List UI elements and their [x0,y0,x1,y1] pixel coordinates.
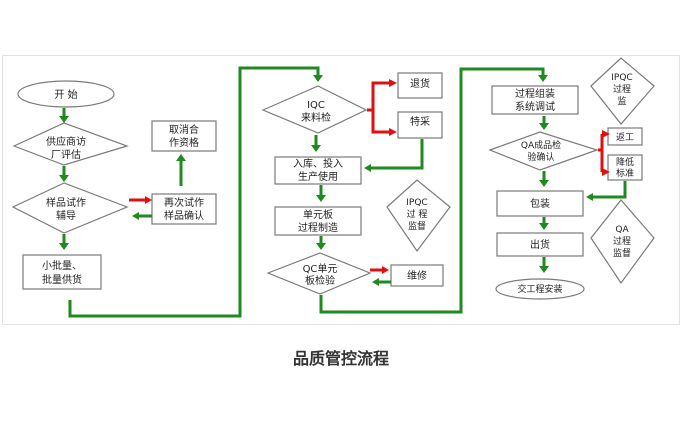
arrow-resample-to-guide [132,212,152,220]
arrow-packing-to-shipping [539,217,549,230]
node-shipping [496,232,584,257]
node-packing [496,190,584,217]
node-unit-board-text: 单元板过程制造 [298,208,338,234]
node-qa-supervise [590,199,655,285]
node-stock-in [274,156,362,185]
node-resample-text: 再次试作样品确认 [164,196,204,222]
node-lower-standard [607,154,643,181]
node-assembly-text: 过程组装系统调试 [515,87,555,113]
node-sample-guide [11,182,129,234]
node-small-batch [22,254,102,290]
node-cancel [151,120,217,152]
node-ipqc-supervise-2 [590,57,655,125]
arrow-shipping-to-install [539,257,549,273]
node-qc-unit-check [266,252,372,295]
node-qc-unit-check-text: QC单元板检验 [303,263,338,287]
node-shipping-text: 出货 [530,238,550,251]
node-rework [607,127,643,146]
node-special-buy-text: 特采 [410,116,430,128]
node-sample-guide-text: 样品试作辅导 [46,196,86,222]
node-iqc [261,85,368,134]
node-ipqc-supervise-1 [386,179,451,253]
node-start [17,80,115,108]
node-assembly [491,85,579,115]
node-qa-final-check-text: QA成品检验确认 [521,139,561,163]
connector-qc-to-assembly [319,67,548,314]
node-repair-text: 维修 [407,269,427,282]
node-rework-text: 返工 [616,131,634,143]
node-packing-text: 包装 [530,197,550,210]
arrow-qa-to-packing [539,171,549,187]
figure-caption: 品质管控流程 [292,349,389,368]
node-cancel-text: 取消合作资格 [169,123,199,149]
arrow-stockin-to-unit [316,185,326,202]
connector-batch-to-iqc [68,66,323,318]
arrow-guide-to-resample-red [129,196,152,204]
node-repair [390,264,444,287]
arrow-lower-to-packing [586,181,627,201]
node-special-buy [397,111,443,139]
node-stock-in-text: 入库、投入生产使用 [293,157,343,183]
node-return-goods [397,72,443,99]
arrow-assembly-to-qa [539,116,549,130]
node-qa-final-check [488,131,599,171]
node-small-batch-text: 小批量、批量供货 [42,259,82,286]
arrow-guide-to-batch [59,234,69,250]
node-install [495,278,585,300]
node-return-goods-text: 退货 [410,77,430,90]
arrow-eval-to-guide [59,166,69,182]
arrow-special-to-stockin [364,139,424,172]
node-start-text: 开 始 [54,88,77,101]
node-resample [151,193,217,225]
arrow-start-to-eval [59,108,69,123]
node-install-text: 交工程安装 [517,283,562,295]
arrow-unit-to-qc [316,236,326,250]
arrow-repair-to-qc [372,278,391,286]
arrow-iqc-to-return-special-red [367,79,397,136]
node-lower-standard-text: 降低标准 [616,156,634,179]
node-supplier-eval-text: 供应商访厂评估 [46,135,86,161]
arrow-resample-to-cancel [176,154,186,186]
arrow-qa-to-rework-lower-red [598,130,610,176]
node-unit-board [274,206,362,236]
arrow-qc-to-repair-red [370,266,389,274]
node-supplier-eval [12,122,129,166]
arrow-iqc-to-stockin [311,135,321,152]
